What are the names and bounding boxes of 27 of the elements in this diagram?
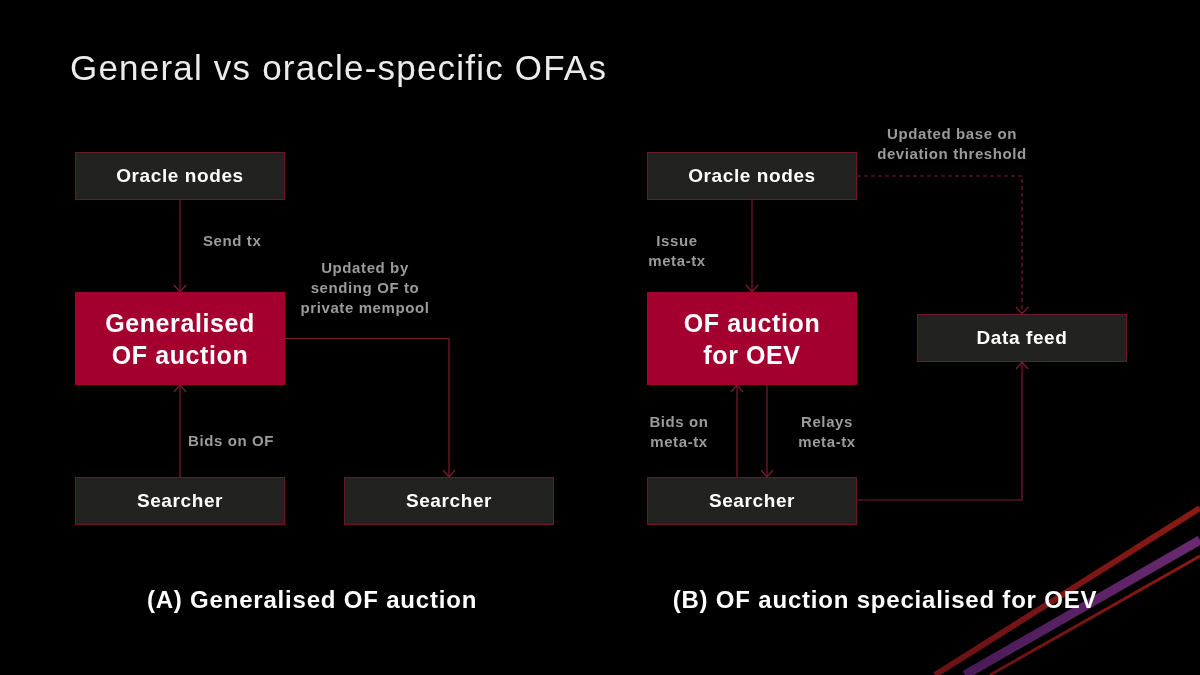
diagram-caption: (A) Generalised OF auction — [145, 586, 479, 614]
node-label: Searcher — [405, 490, 493, 512]
node-label: Oracle nodes — [116, 165, 244, 187]
arrow — [760, 384, 774, 478]
node-label: OF auction for OEV — [682, 307, 822, 371]
node-label: Generalised OF auction — [104, 307, 256, 371]
arrow — [856, 361, 1029, 501]
node-label: Data feed — [976, 327, 1068, 349]
slide-title: General vs oracle-specific OFAs — [70, 48, 608, 88]
arrow — [173, 199, 187, 293]
node-label: Searcher — [136, 490, 224, 512]
process-box — [75, 152, 285, 200]
arrow — [856, 175, 1029, 315]
diagram-caption: (B) OF auction specialised for OEV — [671, 586, 1099, 614]
process-box — [647, 477, 857, 525]
arrow — [284, 337, 456, 478]
arrow — [745, 199, 759, 293]
auction-box — [647, 292, 857, 385]
node-label: Oracle nodes — [688, 165, 816, 187]
process-box — [344, 477, 554, 525]
process-box — [917, 314, 1127, 362]
auction-box — [75, 292, 285, 385]
node-label: Searcher — [708, 490, 796, 512]
arrow — [173, 384, 187, 478]
process-box — [75, 477, 285, 525]
arrow — [730, 384, 744, 478]
process-box — [647, 152, 857, 200]
